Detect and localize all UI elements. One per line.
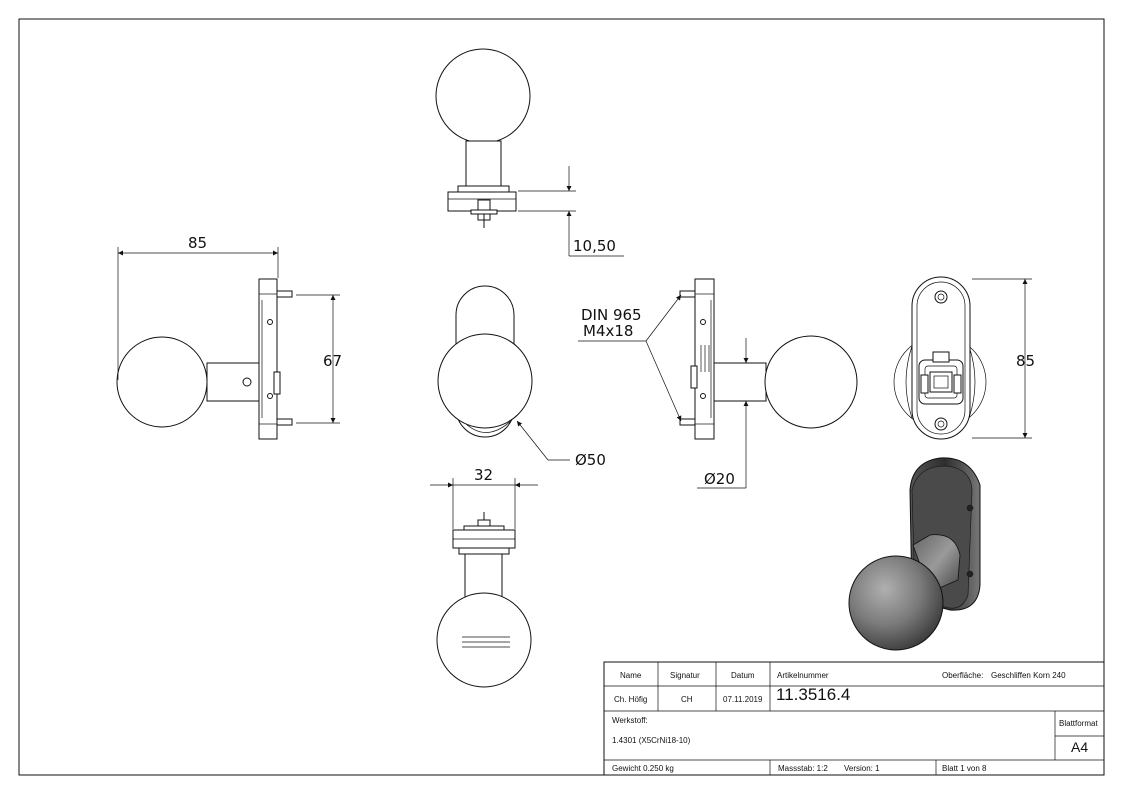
tb-sheet-format: A4 — [1071, 739, 1088, 755]
sheet-border — [18, 18, 1105, 776]
dim-screw-line2: M4x18 — [583, 322, 633, 340]
dim-screw-line1: DIN 965 — [581, 306, 642, 324]
dim-rose-height: 85 — [1016, 352, 1035, 370]
dim-rose-width: 32 — [474, 466, 493, 484]
isometric-view — [848, 457, 981, 651]
tb-sheet: Blatt 1 von 8 — [942, 764, 987, 773]
tb-header-name: Name — [620, 671, 642, 680]
title-block: Name Signatur Datum Ch. Höfig CH 07.11.2… — [603, 661, 1105, 776]
tb-article-label: Artikelnummer — [777, 671, 829, 680]
tb-signature: CH — [681, 695, 693, 704]
top-view: 10,50 — [435, 48, 624, 257]
tb-sheet-format-label: Blattformat — [1059, 719, 1098, 728]
tb-weight: Gewicht 0.250 kg — [612, 764, 674, 773]
right-side-view: DIN 965 M4x18 Ø20 — [578, 278, 858, 489]
bottom-view: 32 — [430, 466, 538, 688]
tb-surface-label: Oberfläche: — [942, 671, 983, 680]
rose-view: 85 — [893, 276, 1035, 440]
tb-article-number: 11.3516.4 — [776, 685, 850, 704]
tb-material-label: Werkstoff: — [612, 716, 648, 725]
tb-surface-value: Geschliffen Korn 240 — [991, 671, 1066, 680]
tb-name: Ch. Höfig — [614, 695, 647, 704]
dim-length: 85 — [188, 234, 207, 252]
dim-top-height: 10,50 — [573, 237, 616, 255]
left-side-view: 85 67 — [116, 234, 342, 440]
tb-scale: Massstab: 1:2 — [778, 764, 828, 773]
tb-header-signature: Signatur — [670, 671, 700, 680]
tb-header-date: Datum — [731, 671, 755, 680]
tb-version: Version: 1 — [844, 764, 880, 773]
tb-material-value: 1.4301 (X5CrNi18-10) — [612, 736, 691, 745]
tb-date: 07.11.2019 — [723, 695, 763, 704]
dim-hole-spacing: 67 — [323, 352, 342, 370]
front-view: Ø50 — [437, 285, 606, 469]
dim-neck-diameter: Ø20 — [704, 470, 735, 488]
dim-ball-diameter: Ø50 — [575, 451, 606, 469]
